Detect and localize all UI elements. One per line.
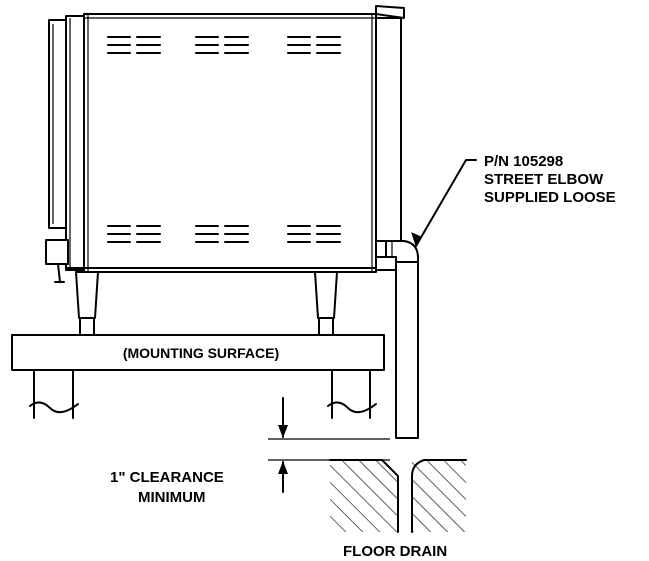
vent-group-bottom-2 (195, 225, 249, 243)
clearance-minimum-label: MINIMUM (138, 489, 206, 506)
floor-drain (329, 459, 467, 533)
callout-part-number: P/N 105298 (484, 153, 563, 170)
mounting-surface: (MOUNTING SURFACE) (11, 334, 385, 371)
vent-group-top-1 (107, 36, 161, 54)
floor-drain-label: FLOOR DRAIN (343, 543, 447, 560)
oven-foot-left (75, 271, 99, 336)
bottom-vents (107, 225, 341, 243)
support-leg-left (29, 369, 79, 419)
callout-leader (411, 159, 477, 248)
oven-cabinet (45, 5, 405, 283)
callout-note: SUPPLIED LOOSE (484, 189, 616, 206)
oven-foot-right (314, 271, 338, 336)
street-elbow (375, 240, 419, 263)
top-vents (107, 36, 341, 54)
drain-pipe (395, 261, 419, 439)
clearance-label: 1" CLEARANCE (110, 469, 224, 486)
clearance-dimension (268, 397, 390, 493)
vent-group-bottom-1 (107, 225, 161, 243)
vent-group-top-3 (287, 36, 341, 54)
callout-part-name: STREET ELBOW (484, 171, 604, 188)
vent-group-bottom-3 (287, 225, 341, 243)
support-leg-right (327, 369, 377, 419)
mounting-surface-label: (MOUNTING SURFACE) (123, 345, 279, 361)
vent-group-top-2 (195, 36, 249, 54)
